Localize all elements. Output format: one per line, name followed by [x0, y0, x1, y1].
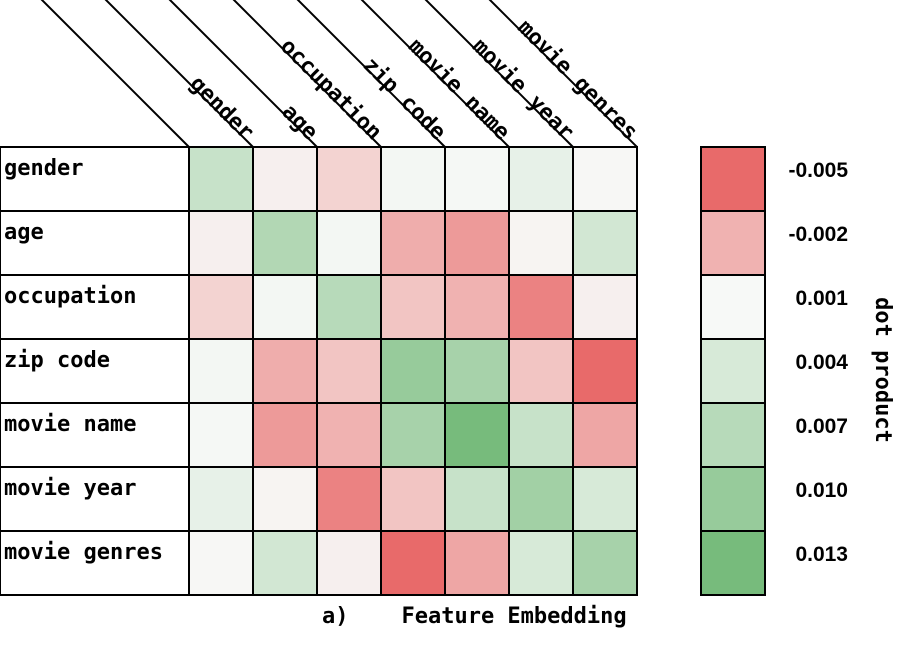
row-labels: gender age occupation zip code movie name mov…: [0, 146, 190, 596]
colorbar: -0.005 -0.002 0.001 0.004 0.007 0.010 0.013: [700, 146, 848, 596]
heatmap-cell: [572, 210, 638, 276]
heatmap-cell: [508, 210, 574, 276]
colorbar-swatch: [700, 402, 766, 468]
heatmap-cell: [444, 210, 510, 276]
row-label: movie name: [4, 412, 136, 437]
chart-caption: a) Feature Embedding: [322, 604, 627, 629]
heatmap-cell: [508, 402, 574, 468]
header-divider: [104, 0, 254, 148]
heatmap-cell: [508, 274, 574, 340]
heatmap-cell: [252, 146, 318, 212]
header-divider: [168, 0, 318, 148]
heatmap-cell: [572, 146, 638, 212]
heatmap-cell: [572, 274, 638, 340]
heatmap-cell: [380, 338, 446, 404]
heatmap-cell: [188, 146, 254, 212]
row-label: gender: [4, 156, 83, 181]
colorbar-swatch: [700, 274, 766, 340]
header-divider: [232, 0, 382, 148]
header-divider: [424, 0, 574, 148]
heatmap-cell: [188, 274, 254, 340]
heatmap-cell: [380, 210, 446, 276]
heatmap-cell: [252, 402, 318, 468]
heatmap-cell: [252, 466, 318, 532]
colorbar-tick-label: 0.013: [795, 543, 848, 566]
heatmap-cell: [444, 338, 510, 404]
heatmap-cell: [508, 530, 574, 596]
heatmap-cell: [572, 338, 638, 404]
heatmap-cell: [252, 274, 318, 340]
heatmap-cell: [380, 466, 446, 532]
column-header: age: [277, 99, 323, 145]
header-divider: [488, 0, 638, 148]
colorbar-swatch: [700, 530, 766, 596]
colorbar-label: dot product: [870, 297, 895, 443]
row-label: occupation: [4, 284, 136, 309]
colorbar-tick-label: 0.001: [795, 287, 848, 310]
heatmap-cell: [444, 146, 510, 212]
heatmap-cell: [188, 338, 254, 404]
heatmap-cell: [316, 146, 382, 212]
header-divider: [40, 0, 190, 148]
heatmap-cell: [380, 146, 446, 212]
colorbar-tick-label: 0.007: [795, 415, 848, 438]
heatmap-cell: [188, 466, 254, 532]
heatmap-cell: [188, 210, 254, 276]
heatmap-cell: [380, 274, 446, 340]
colorbar-swatch: [700, 210, 766, 276]
heatmap-cell: [316, 466, 382, 532]
heatmap-cell: [188, 402, 254, 468]
column-header: gender: [185, 71, 259, 145]
heatmap-cell: [508, 146, 574, 212]
heatmap-cell: [252, 210, 318, 276]
heatmap-cell: [380, 402, 446, 468]
heatmap-cell: [508, 466, 574, 532]
row-label: zip code: [4, 348, 110, 373]
heatmap-cell: [572, 466, 638, 532]
colorbar-swatch: [700, 338, 766, 404]
row-label: movie genres: [4, 540, 163, 565]
heatmap-cell: [444, 274, 510, 340]
row-label: age: [4, 220, 44, 245]
colorbar-swatch: [700, 146, 766, 212]
row-label-box: [0, 210, 190, 276]
heatmap-cells: [188, 146, 638, 596]
heatmap-cell: [444, 530, 510, 596]
heatmap-cell: [316, 530, 382, 596]
heatmap-cell: [508, 338, 574, 404]
header-divider: [296, 0, 446, 148]
heatmap-cell: [444, 466, 510, 532]
heatmap-cell: [252, 338, 318, 404]
row-label: movie year: [4, 476, 136, 501]
colorbar-tick-label: 0.010: [795, 479, 848, 502]
colorbar-tick-label: 0.004: [795, 351, 848, 374]
heatmap-cell: [444, 402, 510, 468]
colorbar-tick-label: -0.002: [788, 223, 848, 246]
heatmap-cell: [572, 530, 638, 596]
colorbar-swatch: [700, 466, 766, 532]
heatmap-cell: [252, 530, 318, 596]
header-divider: [360, 0, 510, 148]
heatmap-cell: [316, 402, 382, 468]
heatmap-cell: [316, 338, 382, 404]
heatmap-cell: [188, 530, 254, 596]
heatmap-cell: [316, 210, 382, 276]
row-label-box: [0, 274, 190, 340]
heatmap-cell: [572, 402, 638, 468]
heatmap-cell: [316, 274, 382, 340]
heatmap-cell: [380, 530, 446, 596]
colorbar-tick-label: -0.005: [788, 159, 848, 182]
